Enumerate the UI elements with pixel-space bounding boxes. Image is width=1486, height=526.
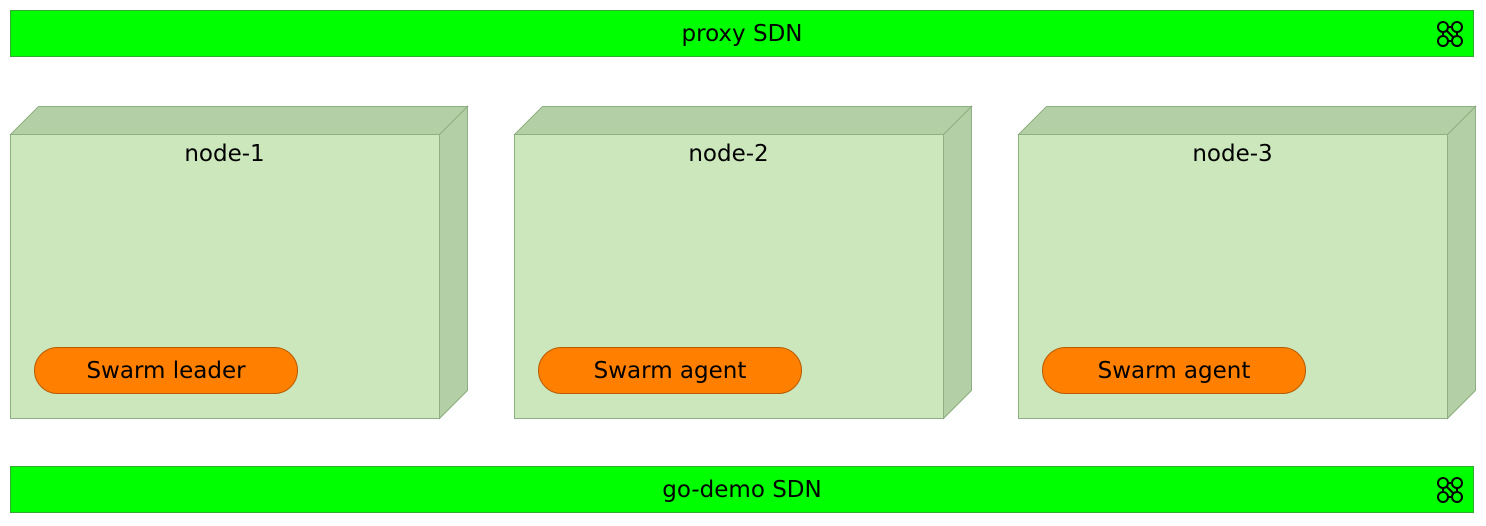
proxy-sdn-network: proxy SDN: [10, 10, 1474, 57]
proxy-sdn-label: proxy SDN: [681, 20, 803, 47]
swarm-agent-service: Swarm agent: [538, 347, 802, 394]
node-label: node-2: [688, 141, 769, 167]
node-label: node-1: [184, 141, 265, 167]
swarm-leader-service: Swarm leader: [34, 347, 298, 394]
go-demo-sdn-label: go-demo SDN: [662, 476, 822, 503]
node-2-box: node-2 Swarm agent: [513, 105, 973, 420]
network-topology-icon: [1437, 477, 1463, 503]
node-3-box: node-3 Swarm agent: [1017, 105, 1477, 420]
swarm-agent-service: Swarm agent: [1042, 347, 1306, 394]
node-label: node-3: [1192, 141, 1273, 167]
node-1-box: node-1 Swarm leader: [9, 105, 469, 420]
go-demo-sdn-network: go-demo SDN: [10, 466, 1474, 513]
network-topology-icon: [1437, 21, 1463, 47]
